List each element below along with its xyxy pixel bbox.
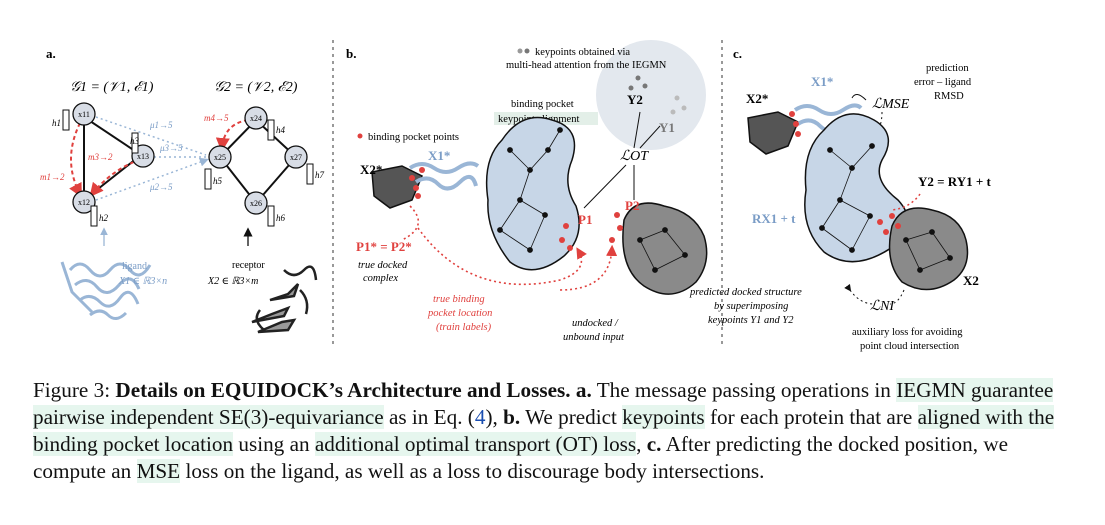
X1s-label-b: X1* xyxy=(428,148,450,163)
receptor-cloud-b xyxy=(622,202,708,295)
P-eq-label: P1* = P2* xyxy=(356,239,412,254)
pred-err-2: error – ligand xyxy=(914,77,972,88)
ligand-cloud-graph xyxy=(497,127,563,253)
X2s-label-c: X2* xyxy=(746,91,768,106)
P2-label: P2 xyxy=(625,198,639,213)
svg-text:x12: x12 xyxy=(78,198,90,207)
Y2-label: Y2 xyxy=(627,92,643,107)
receptor-cloud-c xyxy=(888,207,969,291)
panel-a-label: a. xyxy=(46,46,56,61)
node-x24: x24 xyxy=(244,106,268,130)
pred-err-1: prediction xyxy=(926,63,969,74)
aux-1: auxiliary loss for avoiding xyxy=(852,327,963,338)
undocked-2: unbound input xyxy=(563,332,625,343)
ligand-cloud-b xyxy=(485,116,580,271)
P1-label: P1 xyxy=(578,212,592,227)
node-x25: x25 xyxy=(208,145,232,169)
receptor-structure-image xyxy=(251,265,318,334)
pred-docked-2: by superimposing xyxy=(714,301,788,312)
svg-text:x13: x13 xyxy=(137,152,149,161)
LNI-label: ℒNI xyxy=(870,299,895,314)
true-binding-1: true binding xyxy=(433,294,485,305)
h2: h2 xyxy=(99,213,109,223)
attn-mu15: μ1→5 xyxy=(149,120,173,130)
msg-m12: m1→2 xyxy=(40,172,65,182)
true-binding-3: (train labels) xyxy=(436,322,492,333)
keypoints-note-2: multi-head attention from the IEGMN xyxy=(506,60,667,71)
node-x27: x27 xyxy=(284,145,308,169)
svg-text:x24: x24 xyxy=(250,114,262,123)
ligand-structure-image xyxy=(60,261,152,320)
svg-text:x25: x25 xyxy=(214,153,226,162)
pred-docked-1: predicted docked structure xyxy=(689,287,802,298)
msg-m45: m4→5 xyxy=(204,113,229,123)
pocket-points-label: binding pocket points xyxy=(368,132,459,143)
LOT-label: ℒOT xyxy=(620,149,649,164)
X2s-label-b: X2* xyxy=(360,162,382,177)
h3: h3 xyxy=(130,136,140,146)
panel-c: c. X2* X1* prediction error – ligand RMS… xyxy=(689,46,992,352)
undocked-1: undocked / xyxy=(572,318,619,329)
node-x12: x12 xyxy=(72,190,96,214)
true-docked-1: true docked xyxy=(358,260,408,271)
docked-complex-image xyxy=(371,161,480,209)
panel-c-label: c. xyxy=(733,46,742,61)
attn-mu35: μ3→5 xyxy=(159,143,183,153)
caption-highlight-5: MSE xyxy=(136,459,181,483)
h4: h4 xyxy=(276,125,286,135)
g1-title: 𝒢1 = (𝒱1, ℰ1) xyxy=(70,80,154,95)
panel-b: b. keypoints obtained via multi-head att… xyxy=(346,40,708,343)
panel-b-label: b. xyxy=(346,46,356,61)
pred-docked-3: keypoints Y1 and Y2 xyxy=(708,315,794,326)
g2-title: 𝒢2 = (𝒱2, ℰ2) xyxy=(214,80,298,95)
svg-text:x26: x26 xyxy=(250,199,262,208)
caption-highlight-4: additional optimal transport (OT) loss xyxy=(314,432,637,456)
svg-text:x27: x27 xyxy=(290,153,302,162)
node-x11: x11 xyxy=(72,102,96,126)
msg-m32: m3→2 xyxy=(88,152,113,162)
svg-text:x11: x11 xyxy=(78,110,90,119)
figure-3: a. 𝒢1 = (𝒱1, ℰ1) 𝒢2 = (𝒱2, ℰ2) μ1→5 μ3→5… xyxy=(40,40,992,352)
figure-caption: Figure 3: Details on EQUIDOCK’s Architec… xyxy=(33,378,1055,483)
RX1-label: RX1 + t xyxy=(752,211,796,226)
h5: h5 xyxy=(213,176,223,186)
h1: h1 xyxy=(52,118,61,128)
X2-label-c: X2 xyxy=(963,273,979,288)
keypoints-note-1: keypoints obtained via xyxy=(535,47,630,58)
X1s-label-c: X1* xyxy=(811,74,833,89)
pocket-align-1: binding pocket xyxy=(511,99,574,110)
LMSE-label: ℒMSE xyxy=(872,97,910,112)
caption-prefix: Figure 3: xyxy=(33,378,116,402)
h6: h6 xyxy=(276,213,286,223)
feature-bars xyxy=(62,109,314,227)
receptor-formula: X2 ∈ ℝ3×m xyxy=(207,276,258,287)
caption-highlight-2: keypoints xyxy=(622,405,705,429)
ligand-label: ligand xyxy=(122,261,147,272)
equation-ref-link[interactable]: 4 xyxy=(474,405,486,429)
receptor-label: receptor xyxy=(232,260,265,271)
caption-title: Details on EQUIDOCK’s Architecture and L… xyxy=(115,378,592,402)
keypoint-bubble xyxy=(596,40,706,150)
attn-mu25: μ2→5 xyxy=(149,182,173,192)
ligand-formula: X1 ∈ ℝ3×n xyxy=(118,276,167,287)
aux-2: point cloud intersection xyxy=(860,341,960,352)
Y1-label: Y1 xyxy=(659,120,675,135)
Y2eq-label: Y2 = RY1 + t xyxy=(918,174,992,189)
panel-a: a. 𝒢1 = (𝒱1, ℰ1) 𝒢2 = (𝒱2, ℰ2) μ1→5 μ3→5… xyxy=(40,46,325,334)
node-x26: x26 xyxy=(244,191,268,215)
true-docked-2: complex xyxy=(363,273,398,284)
pred-err-3: RMSD xyxy=(934,91,964,102)
true-binding-2: pocket location xyxy=(427,308,492,319)
h7: h7 xyxy=(315,170,325,180)
